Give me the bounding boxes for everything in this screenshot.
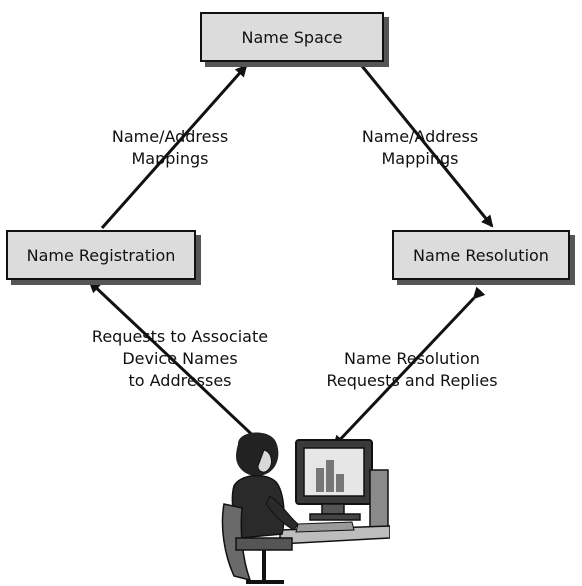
edge-label-left-bottom: Requests to Associate Device Names to Ad…	[60, 326, 300, 392]
edge-label-right-top: Name/Address Mappings	[320, 126, 520, 170]
edge-label-line: Name Resolution	[344, 349, 480, 368]
arrow-namespace-to-resolution	[360, 65, 494, 228]
person-at-computer-icon	[221, 432, 390, 584]
name-space-box: Name Space	[200, 12, 384, 62]
edge-label-line: Mappings	[381, 149, 459, 168]
edge-label-right-bottom: Name Resolution Requests and Replies	[302, 348, 522, 392]
name-space-label: Name Space	[241, 27, 343, 47]
edge-label-line: Device Names	[122, 349, 238, 368]
edge-label-line: Name/Address	[111, 127, 229, 146]
arrow-resolution-to-user	[332, 286, 486, 448]
edge-label-line: Requests and Replies	[326, 371, 498, 390]
edge-label-line: Requests to Associate	[91, 327, 269, 346]
edge-label-line: to Addresses	[128, 371, 232, 390]
edge-label-line: Mappings	[131, 149, 209, 168]
arrow-user-to-registration	[88, 280, 264, 446]
edge-label-left-top: Name/Address Mappings	[70, 126, 270, 170]
name-resolution-box: Name Resolution	[392, 230, 570, 280]
name-registration-box: Name Registration	[6, 230, 196, 280]
edge-label-line: Name/Address	[361, 127, 479, 146]
arrow-registration-to-namespace	[100, 64, 248, 229]
name-registration-label: Name Registration	[26, 245, 176, 265]
name-resolution-label: Name Resolution	[413, 245, 549, 265]
